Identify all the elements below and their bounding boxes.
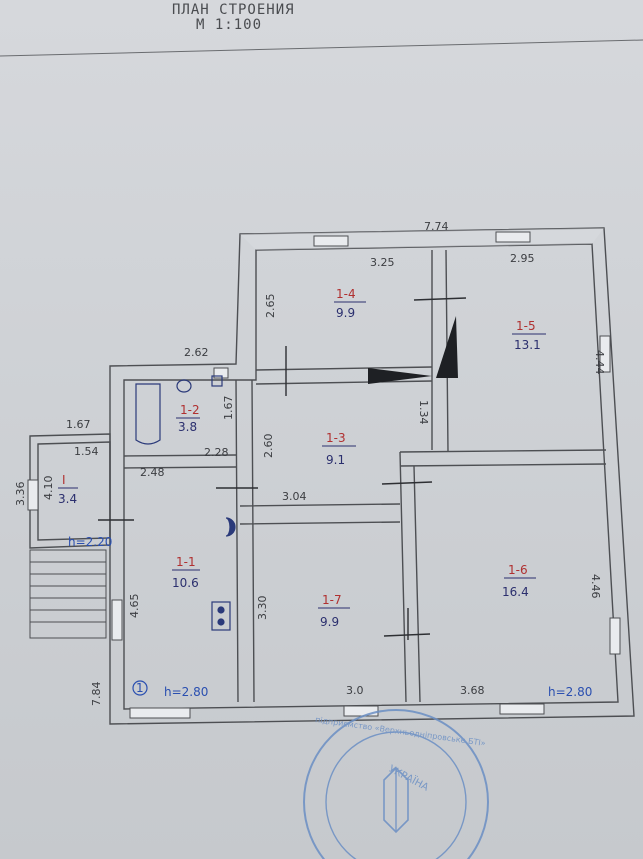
kitchen-fixtures — [211, 517, 236, 631]
dim-hall-to-room: 3.04 — [282, 490, 307, 503]
room-1-5: 1-5 13.1 — [512, 319, 546, 352]
dim-bottom-right: 3.68 — [460, 684, 485, 697]
dim-entry-outer-height: 3.36 — [14, 482, 27, 507]
height-hall: h=2.80 — [164, 685, 208, 699]
door-swing-dark-2 — [368, 368, 432, 384]
window-top-left — [313, 235, 349, 247]
dim-top-right: 2.95 — [510, 252, 535, 265]
plan-title: ПЛАН СТРОЕНИЯ — [172, 2, 295, 18]
dim-left-lower: 4.65 — [128, 594, 141, 619]
window-bottom-left — [129, 707, 191, 719]
official-stamp: УКРАЇНА підприємство «Верхньодніпровське… — [303, 709, 489, 859]
dim-bath-width: 2.62 — [184, 346, 209, 359]
window-bottom-right — [499, 703, 545, 715]
room-1-2: 1-2 3.8 — [176, 403, 200, 434]
window-right-upper — [599, 335, 611, 373]
room-id: 1-4 — [336, 287, 356, 301]
room-1-3: 1-3 9.1 — [322, 431, 356, 467]
stamp-text-country: УКРАЇНА — [387, 762, 432, 794]
height-main: h=2.80 — [548, 685, 592, 699]
dim-top-total: 7.74 — [424, 220, 449, 233]
room-1-7: 1-7 9.9 — [318, 593, 350, 629]
window-left — [111, 599, 123, 641]
dim-bottom-mid: 3.0 — [346, 684, 364, 697]
room-id: 1-3 — [326, 431, 346, 445]
dim-right-lower: 4.46 — [589, 574, 602, 599]
toilet-icon — [211, 375, 223, 387]
dim-bath-height: 1.67 — [222, 396, 235, 421]
room-1-1: 1-1 10.6 — [172, 555, 200, 590]
stove-icon — [211, 601, 231, 631]
walls — [29, 227, 635, 725]
room-area: 3.8 — [178, 420, 197, 434]
dim-mid-left: 2.60 — [262, 434, 275, 459]
door-marks — [98, 297, 467, 640]
wall-fill — [240, 228, 604, 250]
dim-entry-width: 1.67 — [66, 418, 91, 431]
bathtub-icon — [135, 383, 161, 445]
room-id: 1-7 — [322, 593, 342, 607]
frame-line — [0, 39, 643, 57]
dim-bath-depth: 2.28 — [204, 446, 229, 459]
room-id: 1-1 — [176, 555, 196, 569]
unit-marker: 1 — [136, 681, 144, 695]
room-area: 13.1 — [514, 338, 541, 352]
room-area: 10.6 — [172, 576, 199, 590]
room-I: I 3.4 — [58, 473, 78, 506]
bathroom-fixtures — [135, 375, 223, 445]
height-entry: h=2.20 — [68, 535, 112, 549]
room-area: 16.4 — [502, 585, 529, 599]
plan-scale: М 1:100 — [196, 17, 263, 33]
window-right-lower — [609, 617, 621, 655]
dim-hall-width: 2.48 — [140, 466, 165, 479]
entry-stairs — [29, 549, 107, 639]
dim-left-corner: 7.84 — [90, 682, 103, 707]
room-id: 1-2 — [180, 403, 200, 417]
door-swing-dark — [436, 316, 458, 378]
window-bottom-mid — [343, 705, 379, 717]
dim-right-upper: 4.44 — [593, 350, 606, 375]
window-bath — [213, 367, 229, 379]
boiler-icon — [225, 517, 236, 537]
unit-marker-circle — [132, 680, 148, 696]
room-area: 9.9 — [320, 615, 339, 629]
room-1-4: 1-4 9.9 — [334, 287, 366, 320]
room-id: I — [62, 473, 66, 487]
dim-corridor: 1.34 — [417, 400, 430, 425]
windows — [27, 231, 621, 719]
dim-left-upper: 2.65 — [264, 294, 277, 319]
dim-entry-inner: 1.54 — [74, 445, 99, 458]
room-id: 1-5 — [516, 319, 536, 333]
window-entry — [27, 479, 39, 511]
dim-top-left: 3.25 — [370, 256, 395, 269]
dim-room7-height: 3.30 — [256, 596, 269, 621]
room-area: 3.4 — [58, 492, 77, 506]
room-area: 9.9 — [336, 306, 355, 320]
sink-icon — [176, 379, 192, 393]
room-area: 9.1 — [326, 453, 345, 467]
window-top-right — [495, 231, 531, 243]
dim-entry-inner-height: 4.10 — [42, 476, 55, 501]
room-1-6: 1-6 16.4 — [502, 563, 536, 599]
room-id: 1-6 — [508, 563, 528, 577]
